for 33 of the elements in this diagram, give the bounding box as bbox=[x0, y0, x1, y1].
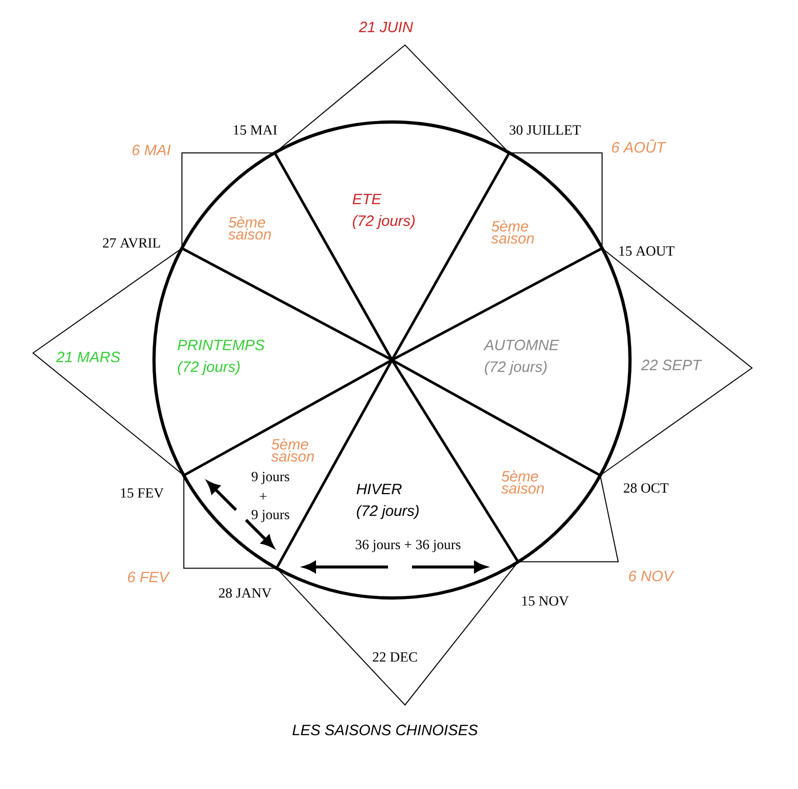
duration-label: (72 jours) bbox=[356, 505, 419, 519]
date-label: 21 MARS bbox=[56, 352, 120, 362]
date-label: 22 DEC bbox=[372, 652, 417, 662]
date-label: 21 JUIN bbox=[358, 22, 414, 32]
duration-label: 36 jours + 36 jours bbox=[356, 540, 460, 552]
season-label: 5ème saison bbox=[501, 470, 544, 494]
date-label: 28 OCT bbox=[624, 483, 668, 493]
season-label: 5ème saison bbox=[228, 216, 271, 240]
duration-label: 9 jours bbox=[252, 510, 290, 522]
date-label: 15 MAI bbox=[234, 125, 277, 135]
duration-label: (72 jours) bbox=[352, 215, 415, 229]
date-label: 15 NOV bbox=[522, 596, 569, 606]
date-label: 6 NOV bbox=[629, 570, 674, 582]
duration-label: 9 jours bbox=[252, 472, 290, 484]
date-label: 22 SEPT bbox=[641, 360, 702, 370]
date-label: 27 AVRIL bbox=[102, 238, 160, 248]
season-label: PRINTEMPS bbox=[178, 340, 265, 350]
date-label: 28 JANV bbox=[218, 588, 272, 598]
duration-label: (72 jours) bbox=[484, 361, 547, 375]
duration-label: (72 jours) bbox=[178, 361, 240, 375]
date-label: 15 FEV bbox=[121, 488, 164, 498]
date-label: 6 MAI bbox=[132, 144, 171, 156]
season-label: 5ème saison bbox=[271, 438, 314, 462]
duration-label: + bbox=[260, 493, 266, 500]
caption: LES SAISONS CHINOISES bbox=[292, 724, 478, 736]
season-label: 5ème saison bbox=[491, 220, 534, 244]
date-label: 30 JUILLET bbox=[510, 125, 581, 135]
season-label: ETE bbox=[352, 194, 382, 204]
date-label: 6 FEV bbox=[128, 572, 170, 582]
season-label: HIVER bbox=[356, 484, 402, 494]
date-label: 15 AOUT bbox=[619, 246, 674, 256]
season-label: AUTOMNE bbox=[483, 340, 560, 350]
date-label: 6 AOÛT bbox=[612, 139, 666, 153]
